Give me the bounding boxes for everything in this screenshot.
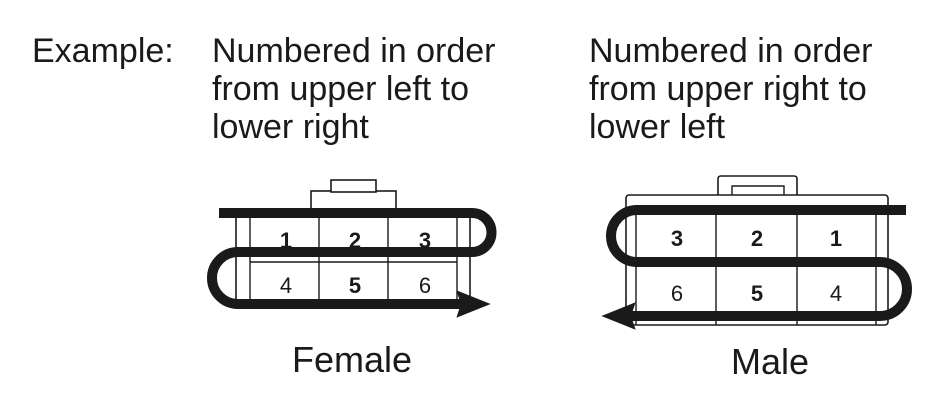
female-description: Numbered in order from upper left to low…: [212, 32, 495, 146]
male-connector: [601, 175, 912, 330]
example-label: Example:: [32, 32, 174, 70]
female-arrowhead-icon: [456, 290, 491, 318]
male-pin-number: 2: [751, 226, 763, 251]
female-order-path: [207, 208, 497, 309]
male-description-line: lower left: [589, 108, 726, 146]
male-pin-number: 6: [671, 281, 683, 306]
female-latch-top: [330, 179, 377, 193]
female-pin-number: 1: [280, 228, 292, 253]
female-description-line: from upper left to: [212, 70, 470, 108]
male-pin-number: 3: [671, 226, 683, 251]
male-pin-numbers: 3 2 1 6 5 4: [671, 226, 842, 306]
female-housing: [235, 212, 471, 304]
male-pin-number: 4: [830, 281, 842, 306]
female-pin-number: 4: [280, 273, 292, 298]
male-latch-inner: [731, 185, 785, 195]
male-description: Numbered in order from upper right to lo…: [589, 32, 872, 146]
male-description-line: Numbered in order: [589, 32, 873, 70]
female-pin-number: 6: [419, 273, 431, 298]
female-description-line: Numbered in order: [212, 32, 496, 70]
male-pin-number: 1: [830, 226, 842, 251]
female-latch: [310, 190, 397, 211]
female-pin-number: 2: [349, 228, 361, 253]
female-pin-number: 3: [419, 228, 431, 253]
male-description-line: from upper right to: [589, 70, 867, 108]
male-latch: [717, 175, 798, 195]
male-order-path: [606, 205, 912, 321]
female-pin-number: 5: [349, 273, 361, 298]
male-caption: Male: [731, 341, 810, 382]
male-pin-number: 5: [751, 281, 763, 306]
female-pin-numbers: 1 2 3 4 5 6: [280, 228, 431, 298]
female-connector: [207, 179, 497, 318]
female-caption: Female: [292, 339, 413, 380]
female-description-line: lower right: [212, 108, 369, 146]
male-arrowhead-icon: [601, 302, 636, 330]
